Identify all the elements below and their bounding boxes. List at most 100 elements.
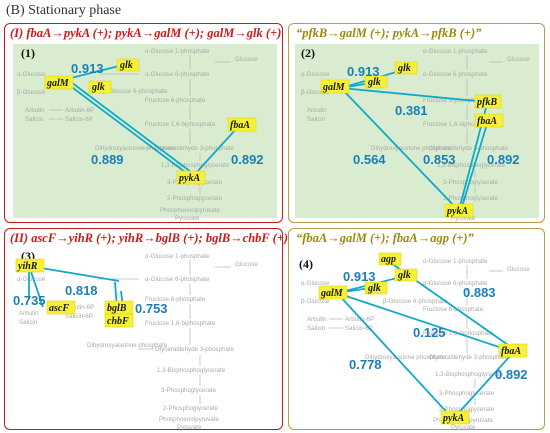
panel-3-diagram: α-Glucose 1-phosphate Glucose α-Glucose …: [13, 253, 258, 431]
gene-fbaa: fbaA: [501, 346, 521, 357]
bg-fructose-6p: Fructose 6-phosphate: [145, 97, 206, 104]
bg-salicin: Salicin: [307, 325, 326, 332]
bg-a-glucose: α-Glucose: [17, 276, 46, 283]
bg-dhap: Dihydroxyacetone phosphate: [87, 342, 168, 349]
bg-arbutin: Arbutin: [307, 107, 327, 114]
bg-a-glucose-1p: α-Glucose 1-phosphate: [145, 48, 210, 55]
gene-chbf: chbF: [107, 316, 129, 327]
bg-b-glucose: β-Glucose: [301, 89, 330, 96]
edge-fbaa-pyka: [452, 354, 512, 420]
gene-box-glk: [394, 61, 418, 75]
panel-4-diagram: α-Glucose 1-phosphate Glucose α-Glucose …: [301, 252, 530, 431]
bg-a-glucose-1p: α-Glucose 1-phosphate: [423, 48, 488, 55]
gene-agp: agp: [381, 254, 396, 265]
gene-galm: galM: [320, 288, 344, 299]
panel-3: (II) ascF→yihR (+); yihR→bglB (+); bglB→…: [4, 228, 288, 431]
panel-3-group-label: (II): [10, 231, 29, 245]
gene-box-agp: [378, 252, 402, 266]
value-galm-glk: 0.913: [71, 61, 104, 76]
bg-2pg: 2-Phosphoglycerate: [167, 195, 223, 202]
bg-a-glucose-6p: α-Glucose 6-phosphate: [145, 71, 210, 78]
bg-fructose-16bp: Fructose 1,6-biphosphate: [145, 320, 216, 327]
bg-salicin: Salicin: [19, 319, 38, 326]
gene-pyka: pykA: [178, 173, 200, 184]
bg-pyruvate: Pyruvate: [451, 215, 476, 222]
gene-box-galm: [318, 285, 348, 300]
panel-1-group-label: (I): [10, 26, 24, 40]
gene-box-pfkb: [474, 94, 502, 109]
value-pfkb-pyka: 0.853: [423, 152, 456, 167]
value-galm-fbaa: 0.125: [413, 325, 446, 340]
bg-fructose-6p: Fructose 6-phosphate: [423, 97, 484, 104]
value-fbaa-pyka: 0.892: [495, 367, 528, 382]
bg-arbutin: Arbutin: [19, 310, 39, 317]
bg-a-glucose-6p: α-Glucose 6-phosphate: [423, 280, 488, 287]
gene-glk: glk: [119, 60, 133, 71]
edge-fbaa-pyka: [460, 123, 488, 211]
bg-arbutin-6p: Arbutin-6P: [65, 304, 94, 311]
gene-box-fbaa: [227, 117, 257, 132]
gene-box-fbaa: [498, 343, 528, 358]
value-agp-fbaa: 0.883: [463, 285, 496, 300]
gene-fbaa: fbaA: [230, 120, 250, 131]
gene-pyka: pykA: [442, 413, 464, 424]
bg-arbutin-6p: Arbutin-6P: [65, 107, 94, 114]
bg-bpg: 1,3-Bisphosphoglycerate: [157, 367, 226, 374]
panel-2-diagram: α-Glucose 1-phosphate Glucose α-Glucose …: [301, 48, 530, 222]
bg-gap: Glyceraldehyde 3-phosphate: [155, 346, 235, 353]
gene-glk: glk: [397, 63, 411, 74]
value-yihr-ascf: 0.735: [13, 293, 46, 308]
gene-yihr: yihR: [17, 261, 38, 272]
bg-glucose: Glucose: [507, 266, 530, 273]
bg-fructose-6p: Fructose 6-phosphate: [145, 296, 206, 303]
edge-galm-fbaa: [336, 292, 512, 352]
bg-fructose-16bp: Fructose 1,6-biphosphate: [423, 121, 494, 128]
bg-bpg: 1,3-Bisphosphoglycerate: [435, 371, 504, 378]
bg-glucose: Glucose: [235, 56, 258, 63]
panel-3-title: (II) ascF→yihR (+); yihR→bglB (+); bglB→…: [10, 231, 288, 246]
edge-galm-glk: [66, 64, 124, 80]
bg-fructose-6p: Fructose 6-phosphate: [423, 306, 484, 313]
value-galm-glk: 0.913: [343, 269, 376, 284]
bg-pyruvate: Pyruvate: [451, 424, 476, 431]
edge-fbaa-pyka: [194, 127, 238, 175]
bg-gap: Glyceraldehyde 3-phosphate: [155, 145, 235, 152]
bg-pep: Phosphoenolpyruvate: [159, 416, 219, 423]
bg-gap: Glyceraldehyde 3-phosphate: [429, 354, 509, 361]
bg-pyruvate: Pyruvate: [175, 215, 200, 222]
gene-pyka: pykA: [446, 206, 468, 217]
gene-glk-2: glk: [367, 77, 381, 88]
edge-yihr-ascf-2: [28, 265, 44, 308]
gene-pfkb: pfkB: [476, 97, 497, 108]
value-galm-glk: 0.913: [347, 64, 380, 79]
bg-salicin-6p: Salicin-6P: [65, 116, 93, 123]
edge-galm-pyka: [336, 292, 454, 420]
panel-4-number: (4): [299, 257, 313, 271]
value-galm-pyka: 0.778: [349, 357, 382, 372]
bg-dhap: Dihydroxyacetone phosphate: [371, 145, 452, 152]
bg-pyruvate: Pyruvate: [177, 424, 202, 431]
bg-gap: Glyceraldehyde 3-phosphate: [429, 145, 509, 152]
bg-b-glucose-6p: β-Glucose 6-phosphate: [103, 88, 168, 95]
gene-galm: galM: [322, 82, 346, 93]
gene-bglb: bglB: [107, 303, 127, 314]
edge-galm-pyka: [340, 87, 460, 212]
gene-box-pyka: [176, 170, 206, 185]
gene-ascf: ascF: [49, 303, 69, 314]
gene-glk-2: glk: [91, 82, 105, 93]
panel-1-title: (I) fbaA→pykA (+); pykA→galM (+); galM→g…: [10, 26, 281, 41]
gene-box-pyka: [444, 203, 474, 218]
panel-1-diagram: α-Glucose 1-phosphate Glucose α-Glucose …: [17, 48, 264, 222]
panel-3-background-pathway: α-Glucose 1-phosphate Glucose α-Glucose …: [17, 253, 258, 431]
gene-glk: glk: [397, 270, 411, 281]
bg-b-glucose: β-Glucose: [17, 89, 46, 96]
panel-3-title-text: ascF→yihR (+); yihR→bglB (+); bglB→chbF …: [31, 231, 289, 245]
bg-a-glucose-1p: α-Glucose 1-phosphate: [423, 258, 488, 265]
bg-a-glucose: α-Glucose: [301, 280, 330, 287]
bg-a-glucose-6p: α-Glucose 6-phosphate: [423, 71, 488, 78]
bg-pep: Phosphoenolpyruvate: [160, 207, 220, 214]
value-fbaa-pyka: 0.892: [231, 152, 264, 167]
value-galm-pyka: 0.564: [353, 152, 386, 167]
bg-3pg: 3-Phosphoglycerate: [439, 390, 495, 397]
panel-4-background-pathway: α-Glucose 1-phosphate Glucose α-Glucose …: [301, 258, 530, 431]
